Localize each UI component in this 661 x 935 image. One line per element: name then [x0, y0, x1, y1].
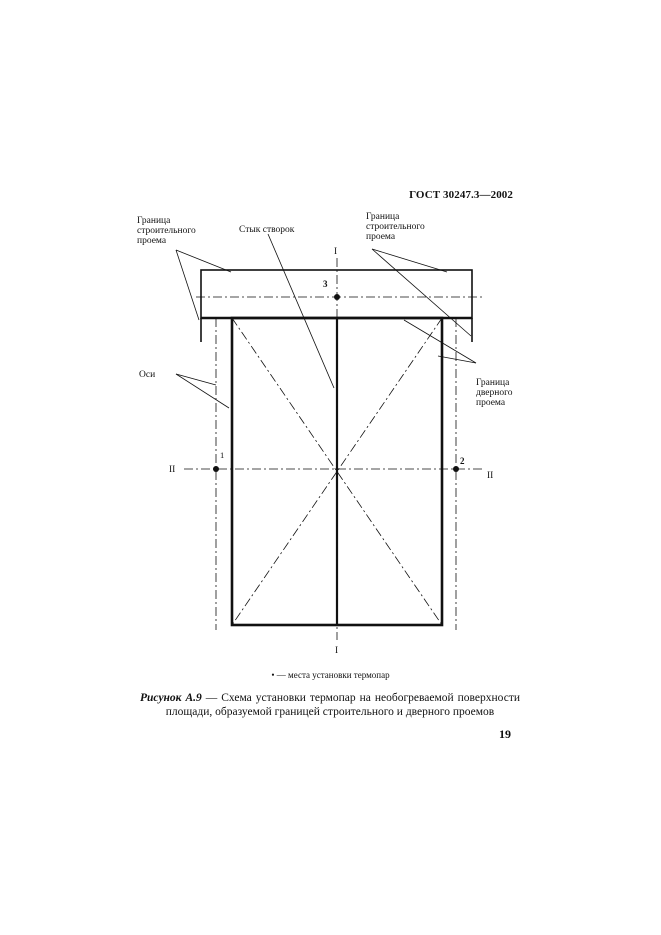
document-code: ГОСТ 30247.3—2002	[409, 189, 513, 201]
thermocouple-points	[213, 294, 459, 472]
figure-caption: Рисунок А.9 — Схема установки термопар н…	[140, 691, 520, 719]
label-construction-right: Граница строительного проема	[366, 212, 427, 242]
label-axis-i-bottom: I	[335, 646, 338, 656]
label-axes: Оси	[139, 370, 155, 380]
label-point-1: 1	[220, 450, 224, 460]
label-construction-left: Граница строительного проема	[137, 216, 198, 246]
label-axis-i-top: I	[334, 247, 337, 257]
figure-legend: • — места установки термопар	[271, 670, 390, 680]
label-point-2: 2	[460, 456, 465, 466]
axis-lines	[184, 258, 484, 640]
label-axis-ii-left: II	[169, 465, 175, 475]
thermocouple-point-1	[213, 466, 219, 472]
leader-lines	[175, 233, 477, 409]
label-axis-ii-right: II	[487, 471, 493, 481]
thermocouple-point-3	[334, 294, 340, 300]
label-leaf-joint: Стык створок	[239, 225, 295, 235]
label-door-opening: Граница дверного проема	[476, 378, 515, 408]
caption-text: — Схема установки термопар на необогрева…	[165, 692, 520, 718]
caption-label: Рисунок А.9	[140, 692, 202, 704]
label-point-3: 3	[323, 279, 328, 289]
page-number: 19	[499, 727, 511, 741]
thermocouple-point-2	[453, 466, 459, 472]
